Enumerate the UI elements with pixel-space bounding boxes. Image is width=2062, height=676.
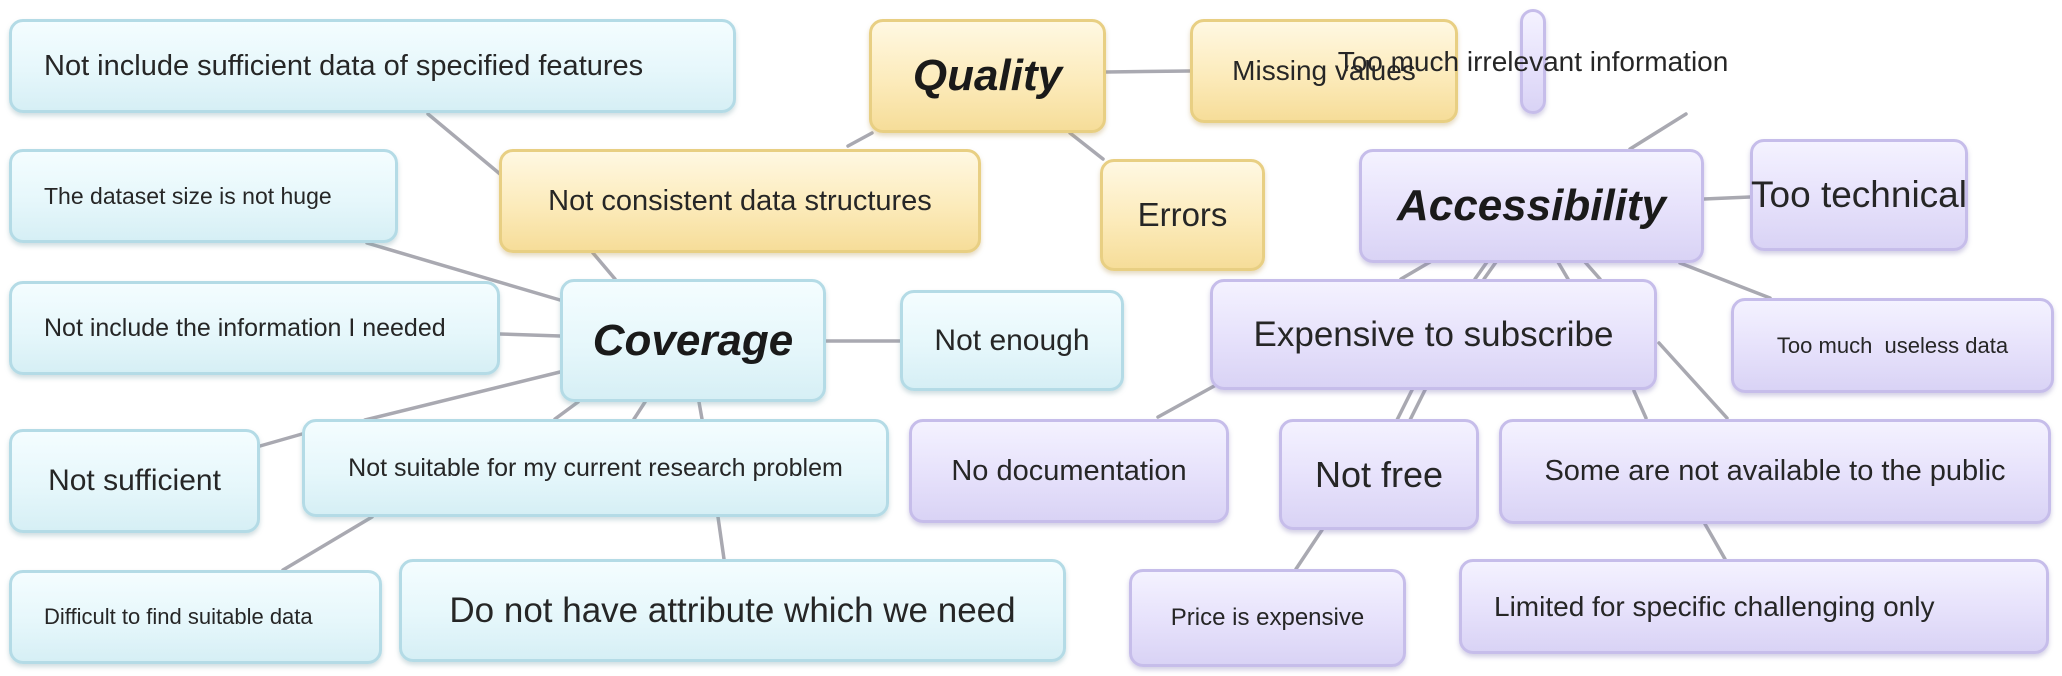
node-too-technical: Too technical bbox=[1750, 139, 1968, 251]
link-accessibility-expensive-a bbox=[1399, 260, 1432, 281]
link-coverage-attribute bbox=[716, 515, 726, 561]
link-quality-errors bbox=[1068, 131, 1105, 161]
hub-quality: Quality bbox=[869, 19, 1106, 133]
link-accessibility-expensive-b bbox=[1473, 260, 1489, 281]
node-useless-data: Too much useless data bbox=[1731, 298, 2054, 393]
link-accessibility-public-b bbox=[1632, 389, 1648, 420]
node-dataset-size: The dataset size is not huge bbox=[9, 149, 398, 243]
node-irrelevant-info: Too much irrelevant information bbox=[1338, 9, 1728, 114]
link-coverage-consistent bbox=[591, 251, 617, 281]
link-accessibility-public-a bbox=[1657, 341, 1729, 420]
hub-accessibility: Accessibility bbox=[1359, 149, 1704, 263]
link-coverage-info bbox=[498, 332, 562, 338]
node-errors: Errors bbox=[1100, 159, 1265, 271]
node-missing-values: Missing values bbox=[1190, 19, 1458, 123]
node-price-expensive: Price is expensive bbox=[1129, 569, 1406, 667]
link-accessibility-limited bbox=[1703, 522, 1727, 561]
link-coverage-size bbox=[365, 241, 562, 302]
node-no-attribute: Do not have attribute which we need bbox=[399, 559, 1066, 662]
link-coverage-suitable-a bbox=[553, 400, 580, 421]
node-expensive-subscribe: Expensive to subscribe bbox=[1210, 279, 1657, 390]
link-coverage-not-sufficient bbox=[258, 432, 304, 448]
link-accessibility-expensive-d bbox=[1556, 260, 1570, 281]
node-not-suitable: Not suitable for my current research pro… bbox=[302, 419, 889, 517]
link-accessibility-notfree-b bbox=[1408, 386, 1428, 422]
node-not-free: Not free bbox=[1279, 419, 1479, 530]
link-coverage-difficult bbox=[281, 515, 374, 572]
link-accessibility-technical bbox=[1702, 195, 1752, 201]
link-accessibility-notfree-a bbox=[1395, 386, 1415, 422]
node-difficult-find: Difficult to find suitable data bbox=[9, 570, 382, 664]
link-coverage-not-sufficient-2 bbox=[363, 370, 562, 422]
node-limited-specific: Limited for specific challenging only bbox=[1459, 559, 2049, 654]
link-accessibility-expensive-e bbox=[1583, 260, 1602, 281]
link-coverage-suitable-b bbox=[632, 400, 647, 421]
link-coverage-suitable-c bbox=[697, 400, 704, 421]
node-not-enough: Not enough bbox=[900, 290, 1124, 391]
node-not-public: Some are not available to the public bbox=[1499, 419, 2051, 524]
link-accessibility-irrelevant bbox=[1628, 112, 1688, 151]
node-no-documentation: No documentation bbox=[909, 419, 1229, 523]
link-accessibility-price bbox=[1294, 528, 1324, 571]
hub-coverage: Coverage bbox=[560, 279, 826, 402]
link-accessibility-useless bbox=[1678, 261, 1772, 300]
node-not-include-features: Not include sufficient data of specified… bbox=[9, 19, 736, 113]
link-coverage-features bbox=[426, 112, 502, 176]
node-not-consistent: Not consistent data structures bbox=[499, 149, 981, 253]
link-quality-consistent bbox=[846, 131, 874, 148]
link-accessibility-nodoc bbox=[1156, 383, 1218, 419]
node-not-sufficient: Not sufficient bbox=[9, 429, 260, 533]
node-not-include-info: Not include the information I needed bbox=[9, 281, 500, 375]
link-quality-missing bbox=[1104, 69, 1192, 74]
link-accessibility-expensive-c bbox=[1482, 260, 1498, 281]
